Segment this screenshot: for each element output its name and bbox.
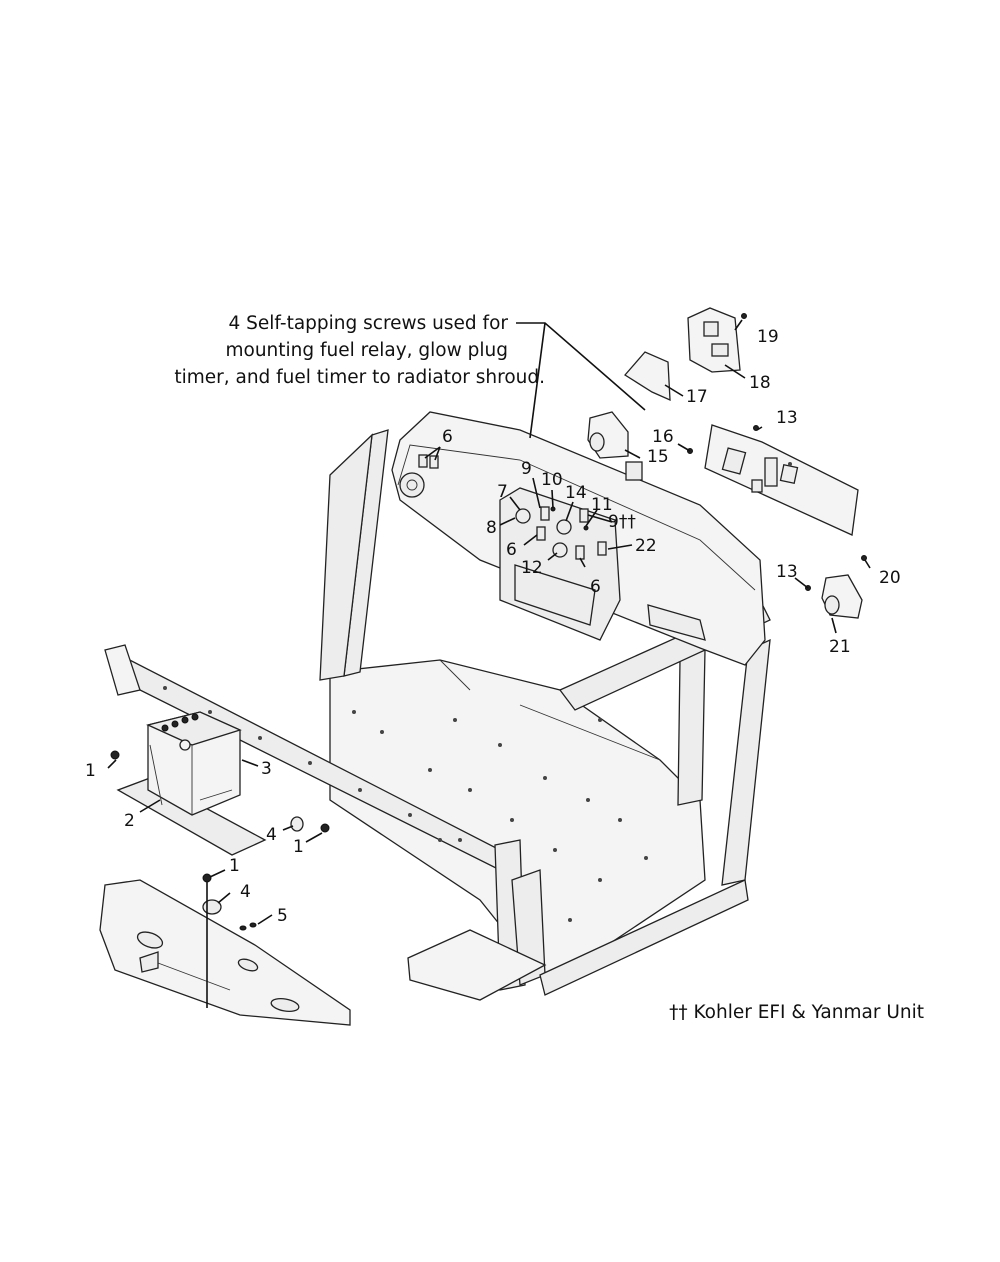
callout-9: 9 — [521, 459, 532, 479]
callout-6: 6 — [442, 427, 453, 447]
callout-8: 8 — [486, 518, 497, 538]
callout-7: 7 — [497, 482, 508, 502]
leader-lines — [107, 319, 871, 1008]
dash-panel — [391, 411, 766, 666]
callout-13: 13 — [776, 562, 798, 582]
timer-18 — [687, 307, 741, 373]
callout-6: 6 — [506, 540, 517, 560]
callout-11: 11 — [591, 495, 613, 515]
headlight-15 — [587, 411, 629, 459]
callout-18: 18 — [749, 373, 771, 393]
callout-13: 13 — [776, 408, 798, 428]
callout-10: 10 — [541, 470, 563, 490]
callout-16: 16 — [652, 427, 674, 447]
callout-1: 1 — [229, 856, 240, 876]
battery-tray — [99, 879, 351, 1026]
radiator-shroud-panel — [704, 424, 859, 536]
callout-1: 1 — [85, 761, 96, 781]
callout-4: 4 — [240, 882, 251, 902]
callout-15: 15 — [647, 447, 669, 467]
note-line-1: 4 Self-tapping screws used for — [228, 313, 508, 334]
callout-12: 12 — [521, 558, 543, 578]
callout-17: 17 — [686, 387, 708, 407]
footnote: †† Kohler EFI & Yanmar Unit — [669, 1002, 924, 1023]
callout-20: 20 — [879, 568, 901, 588]
callout-14: 14 — [565, 483, 587, 503]
bracket-17 — [624, 351, 671, 402]
note-line-3: timer, and fuel timer to radiator shroud… — [174, 367, 545, 388]
callout-3: 3 — [261, 759, 272, 779]
note-line-2: mounting fuel relay, glow plug — [225, 340, 508, 361]
callout-2: 2 — [124, 811, 135, 831]
mounting-note: 4 Self-tapping screws used for mounting … — [174, 313, 545, 388]
battery — [116, 711, 267, 856]
callout-19: 19 — [757, 327, 779, 347]
callout-1: 1 — [293, 837, 304, 857]
callout-22: 22 — [635, 536, 657, 556]
callout-labels: 6 19 18 17 13 16 15 9 10 7 14 11 8 9†† 6… — [85, 327, 901, 926]
callout-4: 4 — [266, 825, 277, 845]
callout-21: 21 — [829, 637, 851, 657]
headlight-21 — [821, 574, 863, 619]
callout-5: 5 — [277, 906, 288, 926]
callout-9-dagger: 9†† — [608, 512, 636, 532]
callout-6: 6 — [590, 577, 601, 597]
